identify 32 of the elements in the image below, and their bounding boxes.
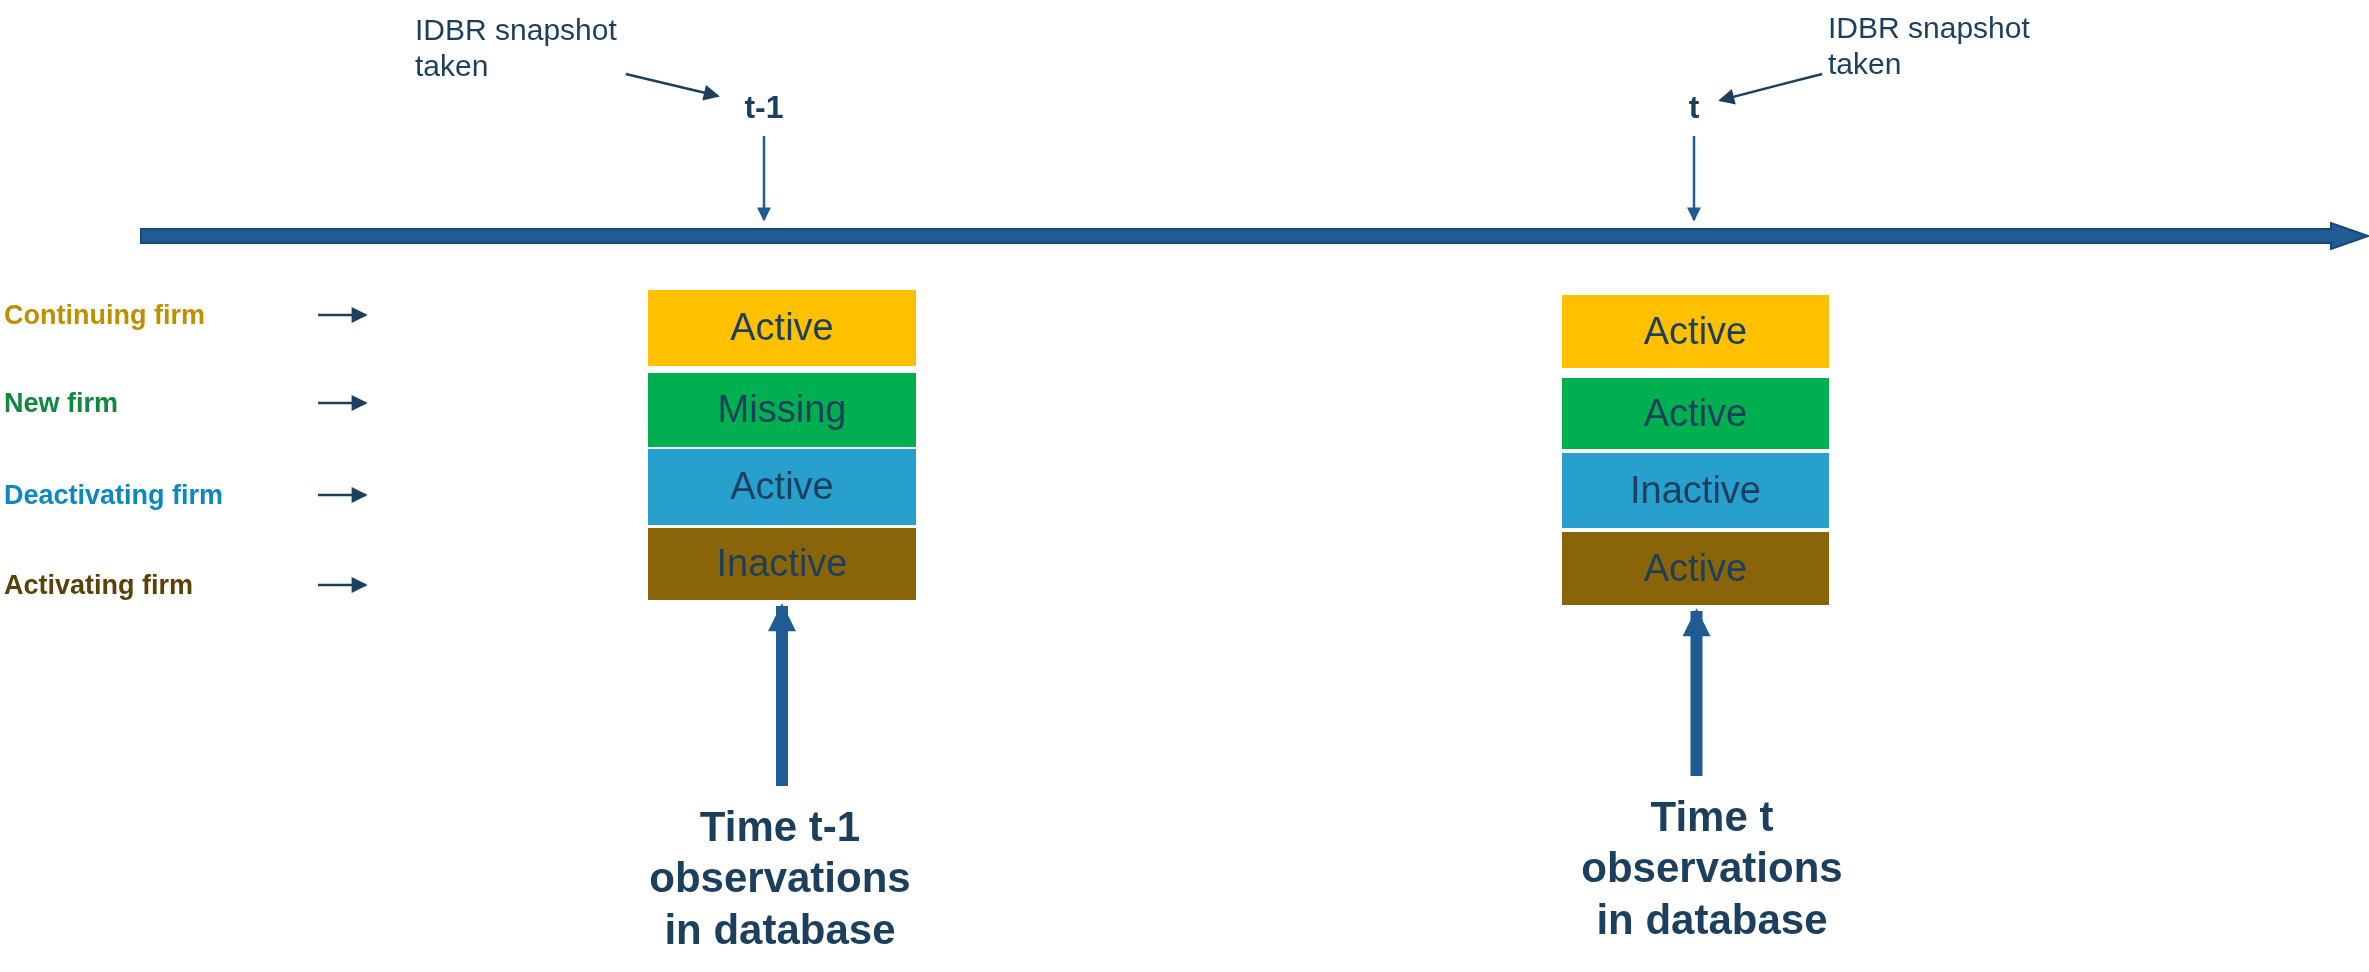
block-arrow <box>1682 608 1711 776</box>
arrow <box>625 72 720 101</box>
status-cell <box>1562 532 1829 605</box>
status-text: Active <box>1643 310 1748 353</box>
row-label: Deactivating firm <box>4 478 224 512</box>
caption-text: Time t-1 observations in database <box>648 802 912 955</box>
row-label: Continuing firm <box>4 298 205 332</box>
status-text: Active <box>1643 547 1748 590</box>
status-cell <box>648 449 916 525</box>
block-arrow <box>768 603 796 786</box>
status-text: Inactive <box>716 543 848 585</box>
status-cell <box>1562 295 1829 368</box>
arrow <box>1718 72 1823 105</box>
time-label: t-1 <box>744 87 784 127</box>
time-label: t <box>1688 87 1700 127</box>
status-cell <box>648 290 916 366</box>
status-cell <box>648 373 916 447</box>
status-text: Missing <box>717 389 847 431</box>
caption-text: Time t observations in database <box>1580 792 1844 945</box>
row-label: New firm <box>4 386 119 420</box>
status-cell <box>648 528 916 600</box>
arrow <box>757 136 771 222</box>
arrow <box>1687 136 1701 222</box>
status-text: Active <box>730 466 834 508</box>
row-label: Activating firm <box>4 568 194 602</box>
annotation-text: IDBR snapshot taken <box>1828 10 2031 82</box>
status-cell <box>1562 378 1829 449</box>
annotation-text: IDBR snapshot taken <box>415 12 618 84</box>
status-text: Active <box>1643 392 1748 435</box>
status-text: Active <box>730 307 834 349</box>
status-cell <box>1562 453 1829 528</box>
status-text: Inactive <box>1630 469 1761 512</box>
